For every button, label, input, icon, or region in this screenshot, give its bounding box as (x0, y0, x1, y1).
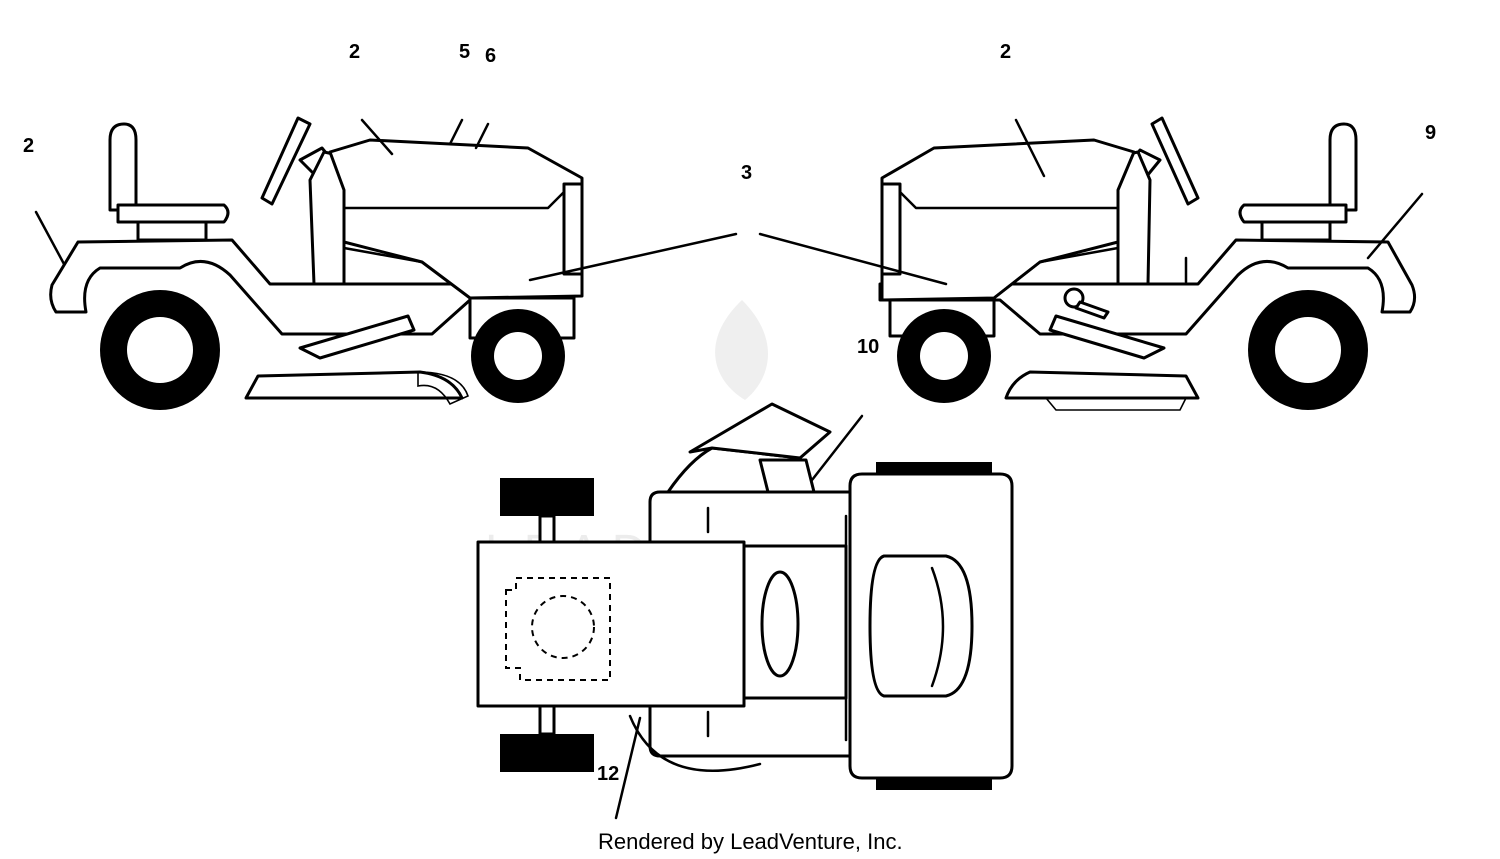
leader-top-side (614, 716, 642, 820)
left-steering-wheel (260, 116, 312, 206)
top-hood (476, 540, 746, 708)
right-hood-crease (898, 190, 1120, 210)
top-chute (688, 402, 832, 460)
top-engine-dashed (531, 595, 595, 659)
top-seat (868, 554, 974, 698)
right-deck-chute (1044, 397, 1188, 411)
right-seat-cushion (1238, 203, 1348, 224)
top-seat-back (930, 566, 945, 688)
left-rear-fender (49, 238, 522, 336)
left-lower-panel (342, 246, 472, 300)
right-lower-panel (992, 246, 1120, 300)
right-deck (1004, 370, 1200, 400)
top-steering-wheel (760, 570, 800, 678)
top-view-mower (476, 402, 1014, 820)
leader-left-hood-top-b (474, 122, 490, 150)
flame-watermark-icon (715, 300, 768, 400)
callout-left-rear-fender: 2 (23, 135, 34, 157)
left-rear-hub (127, 317, 193, 383)
left-footrest (298, 314, 416, 360)
top-front-axle-upper (538, 514, 556, 546)
credit-text: Rendered by LeadVenture, Inc. (598, 829, 903, 854)
right-rear-fender (878, 238, 1417, 336)
left-seat-post (136, 220, 208, 242)
callout-right-lever: 10 (857, 336, 879, 358)
leader-left-side (528, 232, 738, 282)
right-seat-back (1328, 122, 1358, 212)
right-footrest (1048, 314, 1166, 360)
leader-left-fender (34, 210, 66, 266)
callout-right-hood: 2 (1000, 41, 1011, 63)
callout-top-chute: 12 (597, 763, 619, 785)
top-front-tire-lower (500, 734, 594, 772)
right-steering-wheel (1150, 116, 1200, 206)
right-front-hub (920, 332, 968, 380)
right-seat-post (1260, 220, 1332, 242)
callout-right-fender: 9 (1425, 122, 1436, 144)
callout-left-hood-top-b: 6 (485, 45, 496, 67)
left-hood (328, 138, 584, 300)
leader-right-fender (1366, 192, 1424, 260)
leader-left-hood (360, 118, 394, 156)
right-rear-hub (1275, 317, 1341, 383)
top-front-tire-upper (500, 478, 594, 516)
callout-left-hood-top-a: 5 (459, 41, 470, 63)
leader-top-chute (810, 414, 864, 482)
right-side-mower (758, 116, 1424, 411)
left-deck (244, 370, 464, 400)
top-hood-engine-dashed (505, 577, 611, 681)
left-side-mower (34, 116, 738, 410)
right-grille (880, 182, 902, 276)
callout-sides: 3 (741, 162, 752, 184)
left-deck-chute (417, 371, 469, 406)
leader-left-hood-top-a (448, 118, 464, 146)
left-hood-crease (342, 190, 566, 210)
top-front-axle-lower (538, 704, 556, 736)
left-grille (562, 182, 584, 276)
top-chute-edge (758, 458, 816, 494)
left-seat-back (108, 122, 138, 212)
callout-left-hood: 2 (349, 41, 360, 63)
leader-right-hood (1014, 118, 1046, 178)
leader-right-side (758, 232, 948, 286)
left-seat-cushion (116, 203, 230, 224)
left-front-hub (494, 332, 542, 380)
right-lever-arm (1074, 300, 1110, 320)
